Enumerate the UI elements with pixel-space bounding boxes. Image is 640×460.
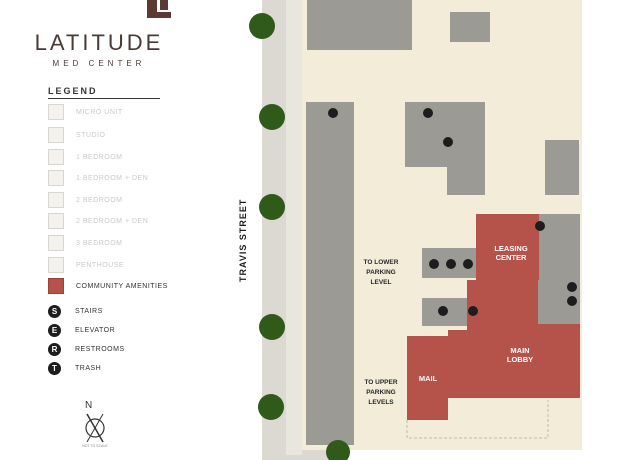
compass-note: NOT TO SCALE xyxy=(82,444,108,448)
elevator-icon xyxy=(468,306,478,316)
legend-symbol-restrooms: R RESTROOMS xyxy=(48,342,125,356)
legend-item-1-bedroom: 1 BEDROOM xyxy=(48,149,123,165)
street-label: TRAVIS STREET xyxy=(238,199,248,282)
mail-label: MAIL xyxy=(419,374,438,383)
building-block xyxy=(422,248,482,278)
legend-item-1-bedroom-den: 1 BEDROOM + DEN xyxy=(48,170,148,186)
legend-rule xyxy=(48,98,160,99)
legend-swatch xyxy=(48,235,64,251)
to-lower-parking-label: TO LOWER xyxy=(364,259,399,266)
building-block xyxy=(450,12,490,42)
restrooms-icon: R xyxy=(48,342,61,356)
to-upper-parking-label: TO UPPER xyxy=(364,379,397,386)
legend-symbol-label: TRASH xyxy=(75,364,102,372)
to-lower-parking-label: PARKING xyxy=(366,269,396,276)
legend-item-micro-unit: MICRO UNIT xyxy=(48,104,123,120)
restrooms-icon xyxy=(567,296,577,306)
legend-swatch xyxy=(48,257,64,273)
elevator-icon xyxy=(463,259,473,269)
stairs-icon xyxy=(438,306,448,316)
legend-item-2-bedroom-den: 2 BEDROOM + DEN xyxy=(48,213,148,229)
stairs-icon: S xyxy=(48,304,61,318)
legend-item-3-bedroom: 3 BEDROOM xyxy=(48,235,123,251)
building-block xyxy=(545,140,579,195)
legend-swatch xyxy=(48,170,64,186)
travis-street xyxy=(262,0,340,460)
building-block xyxy=(538,214,580,324)
legend-symbol-label: ELEVATOR xyxy=(75,326,116,334)
sidewalk xyxy=(286,0,302,455)
leasing-center-label: LEASING xyxy=(494,244,528,253)
brand-subtitle: MED CENTER xyxy=(52,59,146,68)
legend-symbol-trash: T TRASH xyxy=(48,361,101,375)
mail-area xyxy=(407,336,467,420)
restrooms-icon xyxy=(535,221,545,231)
parking-garage xyxy=(306,102,354,445)
legend-label: 1 BEDROOM + DEN xyxy=(76,174,149,182)
stairs-icon xyxy=(423,108,433,118)
legend-label: 3 BEDROOM xyxy=(76,239,123,247)
legend-swatch xyxy=(48,127,64,143)
compass-north-label: N xyxy=(85,400,92,411)
legend-swatch xyxy=(48,192,64,208)
stairs-icon xyxy=(328,108,338,118)
legend-symbol-elevator: E ELEVATOR xyxy=(48,323,115,337)
trash-icon: T xyxy=(48,361,61,375)
stairs-icon xyxy=(429,259,439,269)
building-block xyxy=(405,102,485,167)
legend-item-community-amenities: COMMUNITY AMENITIES xyxy=(48,278,168,294)
legend-item-studio: STUDIO xyxy=(48,127,105,143)
trash-icon xyxy=(443,137,453,147)
legend-label: 2 BEDROOM + DEN xyxy=(76,217,149,225)
legend-item-penthouse: PENTHOUSE xyxy=(48,257,124,273)
elevator-icon: E xyxy=(48,323,61,337)
legend: LEGEND MICRO UNIT STUDIO 1 BEDROOM 1 BED… xyxy=(48,86,167,375)
building-block xyxy=(307,0,412,50)
legend-label: PENTHOUSE xyxy=(76,261,125,269)
leasing-center-label: CENTER xyxy=(496,253,527,262)
brand-logo: LATITUDE MED CENTER xyxy=(14,30,184,68)
legend-item-2-bedroom: 2 BEDROOM xyxy=(48,192,123,208)
legend-swatch-amenity xyxy=(48,278,64,294)
main-lobby-area xyxy=(448,280,580,398)
legend-label: 2 BEDROOM xyxy=(76,196,123,204)
tree-icon xyxy=(249,13,275,39)
main-lobby-label: MAIN xyxy=(510,346,529,355)
legend-title: LEGEND xyxy=(48,86,98,96)
leasing-center-area xyxy=(476,214,539,280)
north-arrow-icon: N NOT TO SCALE xyxy=(82,400,108,448)
brand-title: LATITUDE xyxy=(34,30,164,55)
tree-icon xyxy=(259,314,285,340)
building-block xyxy=(447,167,485,195)
tree-icon xyxy=(259,194,285,220)
tree-icon xyxy=(258,394,284,420)
legend-symbol-label: RESTROOMS xyxy=(75,345,125,353)
legend-swatch xyxy=(48,104,64,120)
legend-label: COMMUNITY AMENITIES xyxy=(76,282,168,290)
legend-label: 1 BEDROOM xyxy=(76,153,123,161)
logo-mark xyxy=(147,0,171,18)
main-lobby-label: LOBBY xyxy=(507,355,533,364)
legend-symbol-stairs: S STAIRS xyxy=(48,304,103,318)
legend-label: MICRO UNIT xyxy=(76,108,123,116)
to-upper-parking-label: PARKING xyxy=(366,389,396,396)
elevator-icon xyxy=(446,259,456,269)
site-ground xyxy=(302,0,582,450)
building-block xyxy=(422,298,484,326)
restrooms-icon xyxy=(567,282,577,292)
legend-swatch xyxy=(48,149,64,165)
legend-symbol-label: STAIRS xyxy=(75,307,103,315)
legend-swatch xyxy=(48,213,64,229)
legend-label: STUDIO xyxy=(76,131,106,139)
to-lower-parking-label: LEVEL xyxy=(371,279,392,286)
tree-icon xyxy=(326,440,350,460)
to-upper-parking-label: LEVELS xyxy=(368,399,394,406)
tree-icon xyxy=(259,104,285,130)
